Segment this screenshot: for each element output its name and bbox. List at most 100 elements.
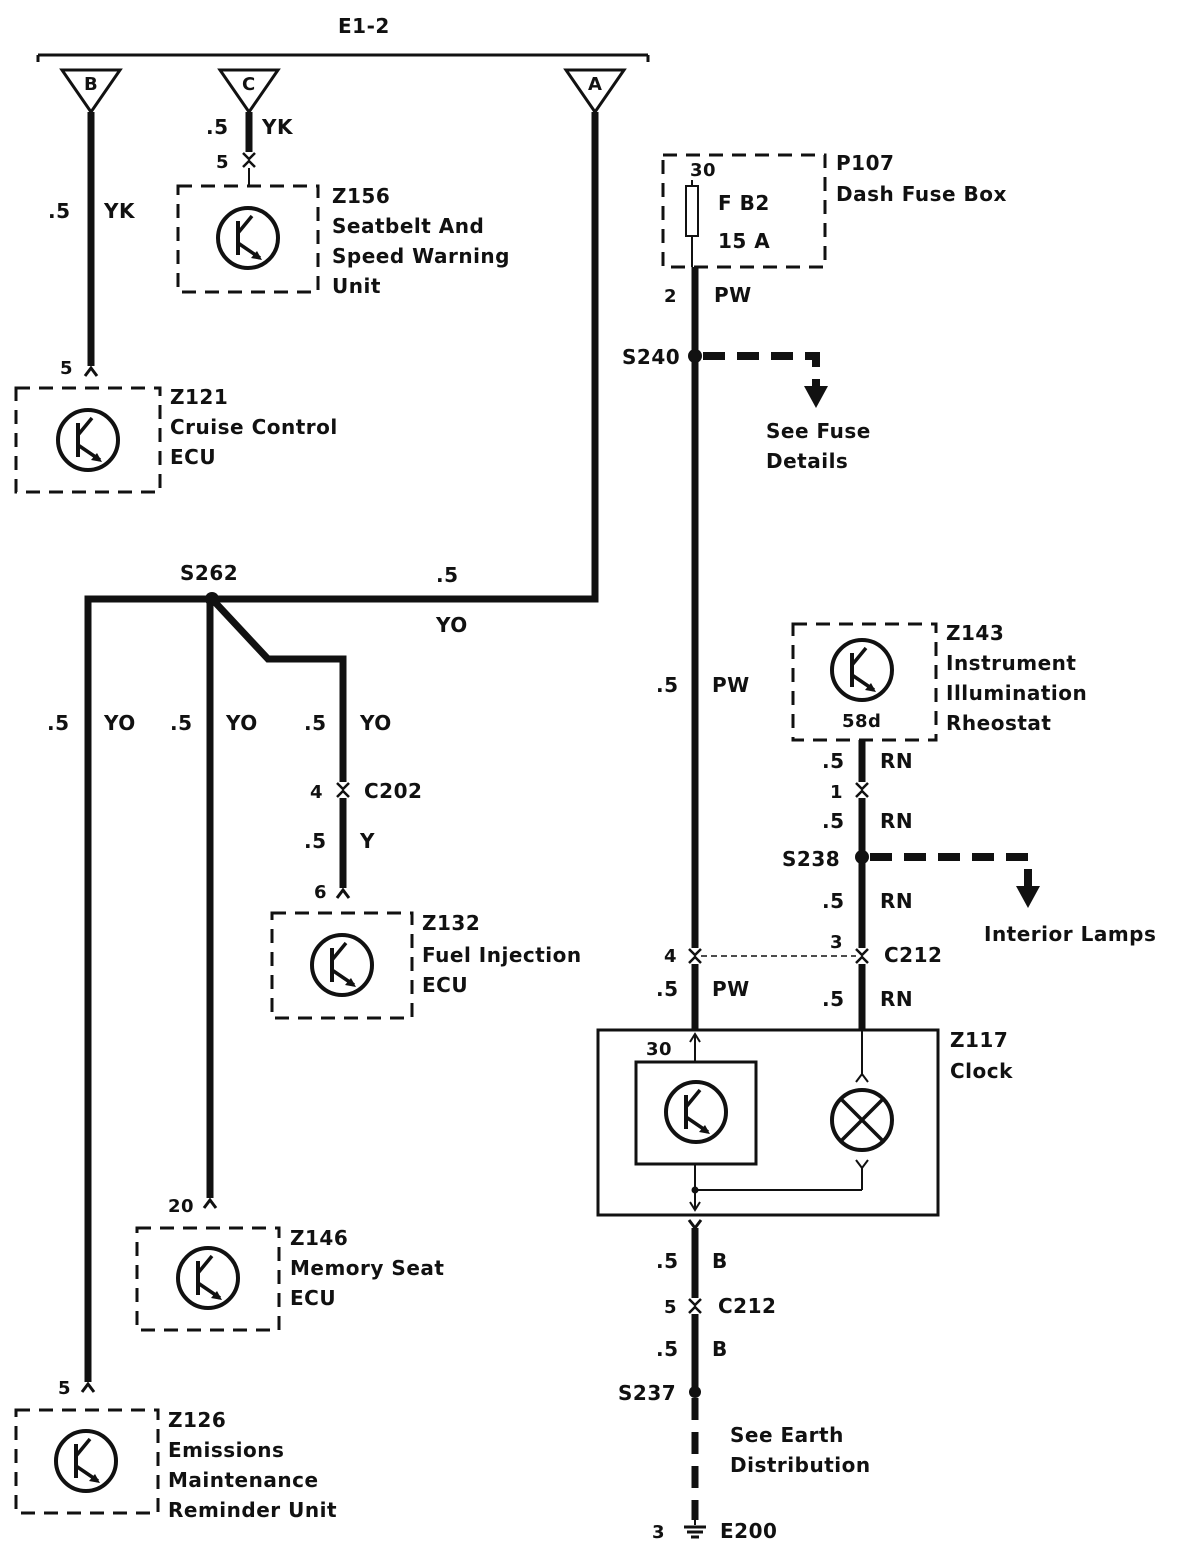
splice-s238: S238 Interior Lamps: [782, 847, 1156, 946]
pin-label: 5: [60, 358, 73, 379]
pin-label: 5: [216, 152, 229, 173]
component-line: ECU: [290, 1286, 336, 1310]
pin-label: 4: [664, 946, 677, 967]
wire-gauge: .5: [822, 809, 845, 833]
component-id: Z121: [170, 385, 228, 409]
wire-gauge: .5: [304, 829, 327, 853]
component-line: Unit: [332, 274, 381, 298]
component-id: Z143: [946, 621, 1004, 645]
wire-color: B: [712, 1249, 728, 1273]
transistor-icon: [664, 1080, 728, 1144]
transistor-icon: [176, 1246, 240, 1310]
terminal-c-label: C: [242, 74, 256, 95]
connector-label: C212: [884, 943, 942, 967]
wire-color: YO: [103, 711, 136, 735]
pin-label: 3: [652, 1522, 665, 1543]
wire-gauge: .5: [170, 711, 193, 735]
wire-color: YO: [359, 711, 392, 735]
component-line: Cruise Control: [170, 415, 338, 439]
component-id: Z117: [950, 1028, 1008, 1052]
wire-color: YK: [261, 115, 294, 139]
wire-gauge: .5: [304, 711, 327, 735]
wire-gauge: .5: [206, 115, 229, 139]
terminal-label: 58d: [842, 711, 881, 732]
fuse-icon: [685, 185, 699, 237]
component-line: Illumination: [946, 681, 1087, 705]
component-z156: Z156 Seatbelt And Speed Warning Unit: [176, 184, 510, 298]
pin-label: 2: [664, 286, 677, 307]
wire-s262-z146: .5 YO 20: [168, 599, 258, 1217]
terminal-a-label: A: [588, 74, 602, 95]
pin-label: 4: [310, 782, 323, 803]
wire-gauge: .5: [656, 673, 679, 697]
terminal-b: B: [59, 68, 123, 115]
wire-color: Y: [359, 829, 375, 853]
wire-gauge: .5: [822, 749, 845, 773]
transistor-icon: [830, 638, 894, 702]
wire-gauge: .5: [436, 563, 459, 587]
component-z126: Z126 Emissions Maintenance Reminder Unit: [14, 1408, 337, 1522]
wire-color: B: [712, 1337, 728, 1361]
connector-label: C202: [364, 779, 422, 803]
splice-s240: S240 See Fuse Details: [622, 345, 871, 473]
wire-color: RN: [880, 809, 913, 833]
wire-pw: 2 PW .5 PW 4 .5 PW: [656, 267, 752, 1030]
wire-gauge: .5: [822, 889, 845, 913]
wire-gauge: .5: [48, 199, 71, 223]
wire-rn: .5 RN 1 .5 RN .5 RN 3 C212 .5 RN: [822, 740, 942, 1030]
pin-label: 30: [690, 160, 716, 181]
wire-b-earth: .5 B 5 C212 .5 B S237 See Earth Distribu…: [618, 1219, 871, 1543]
component-z132: Z132 Fuel Injection ECU: [270, 911, 582, 1020]
wire-gauge: .5: [47, 711, 70, 735]
wire-s262-z126: .5 YO 5: [47, 595, 212, 1399]
wire-s262-z132: .5 YO 4 C202 .5 Y 6: [209, 596, 422, 903]
ref-text: See Fuse: [766, 419, 871, 443]
wire-color: YO: [435, 613, 468, 637]
component-line: Seatbelt And: [332, 214, 484, 238]
ref-text: Interior Lamps: [984, 922, 1156, 946]
earth-label: E200: [720, 1519, 777, 1543]
lamp-icon: [830, 1088, 894, 1152]
component-line: Emissions: [168, 1438, 284, 1462]
wire-color: YO: [225, 711, 258, 735]
transistor-icon: [56, 408, 120, 472]
ground-icon: [684, 1525, 706, 1539]
component-id: Z156: [332, 184, 390, 208]
wire-a-s262: .5 YO: [214, 112, 599, 637]
fuse-rating: 15 A: [718, 229, 770, 253]
component-line: Rheostat: [946, 711, 1051, 735]
component-z117: Z117 Clock 30: [596, 1028, 1013, 1217]
component-id: Z146: [290, 1226, 348, 1250]
pin-label: 5: [664, 1297, 677, 1318]
wire-color: YK: [103, 199, 136, 223]
transistor-icon: [310, 933, 374, 997]
pin-label: 1: [830, 782, 843, 803]
ref-text: See Earth: [730, 1423, 844, 1447]
pin-label: 30: [646, 1039, 672, 1060]
splice-label: S262: [180, 561, 238, 585]
terminal-b-label: B: [84, 74, 98, 95]
component-line: Dash Fuse Box: [836, 182, 1007, 206]
splice-label: S238: [782, 847, 840, 871]
wire-color: RN: [880, 889, 913, 913]
component-p107: 30 F B2 15 A P107 Dash Fuse Box: [661, 151, 1007, 269]
pin-label: 3: [830, 932, 843, 953]
wire-gauge: .5: [656, 977, 679, 1001]
component-line: Clock: [950, 1059, 1013, 1083]
wire-c-z156: .5 YK 5: [206, 112, 294, 186]
harness-label: E1-2: [338, 14, 390, 38]
wire-gauge: .5: [656, 1337, 679, 1361]
component-line: Instrument: [946, 651, 1076, 675]
component-line: Speed Warning: [332, 244, 510, 268]
wire-color: PW: [714, 283, 752, 307]
pin-label: 20: [168, 1196, 194, 1217]
wire-color: PW: [712, 977, 750, 1001]
ref-text: Distribution: [730, 1453, 871, 1477]
component-line: Fuel Injection: [422, 943, 582, 967]
component-z146: Z146 Memory Seat ECU: [135, 1226, 444, 1332]
wire-gauge: .5: [656, 1249, 679, 1273]
component-id: P107: [836, 151, 894, 175]
connector-label: C212: [718, 1294, 776, 1318]
ref-text: Details: [766, 449, 848, 473]
